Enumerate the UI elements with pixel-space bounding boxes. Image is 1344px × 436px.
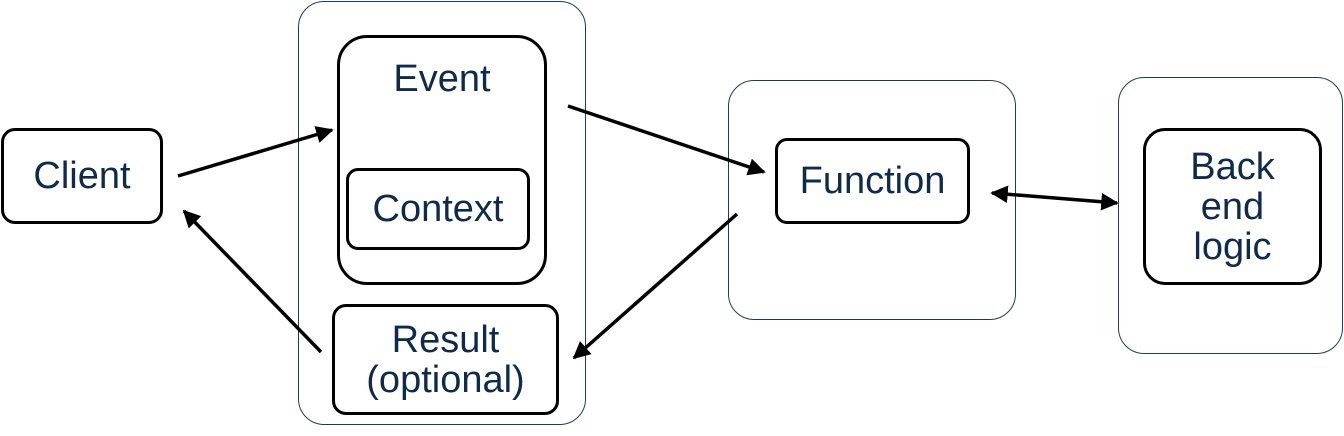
result-node: Result (optional) — [332, 304, 559, 415]
backend-label: Back end logic — [1190, 145, 1275, 268]
result-label: Result (optional) — [366, 318, 525, 401]
arrow-function-to-result — [572, 212, 739, 360]
function-label: Function — [799, 160, 946, 202]
function-node: Function — [775, 138, 970, 224]
event-label: Event — [393, 58, 491, 100]
context-label: Context — [372, 188, 504, 230]
client-label: Client — [33, 155, 131, 197]
backend-node: Back end logic — [1143, 128, 1322, 285]
client-node: Client — [1, 128, 163, 224]
context-node: Context — [346, 168, 530, 250]
